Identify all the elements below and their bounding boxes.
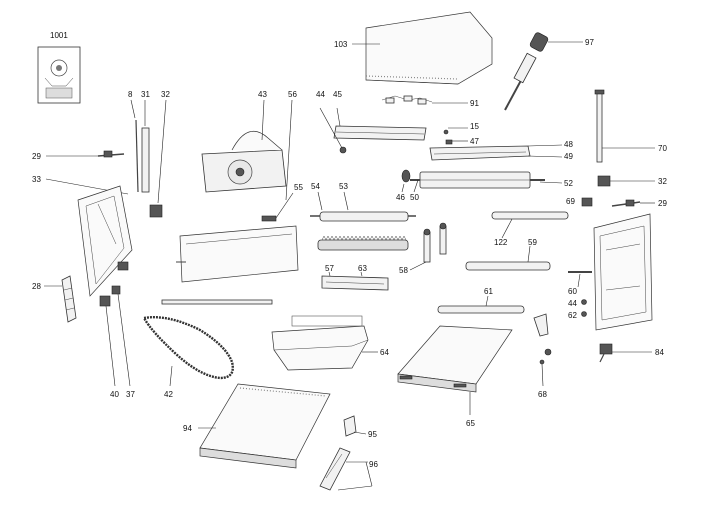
callout-49: 49 (564, 152, 573, 161)
callout-63: 63 (358, 264, 367, 273)
callout-31: 31 (141, 90, 150, 99)
part-97-crank-handle (504, 32, 549, 111)
callout-56: 56 (288, 90, 297, 99)
part-55-plate (261, 215, 277, 222)
part-65-outfeed-table (397, 325, 513, 393)
part-long-shaft (161, 299, 273, 305)
callout-95: 95 (368, 430, 377, 439)
callout-52: 52 (564, 179, 573, 188)
callout-45: 45 (333, 90, 342, 99)
part-68-bracket (533, 313, 552, 365)
callout-29-right: 29 (658, 199, 667, 208)
callout-50: 50 (410, 193, 419, 202)
callout-46: 46 (396, 193, 405, 202)
part-29-right-latch (611, 199, 641, 207)
part-61-roller (437, 305, 525, 314)
part-37-nut (111, 285, 121, 295)
part-right-side-frame (593, 213, 653, 331)
part-29-left-latch (97, 150, 125, 158)
callout-55: 55 (294, 183, 303, 192)
callout-43: 43 (258, 90, 267, 99)
callout-47: 47 (470, 137, 479, 146)
callout-29-left: 29 (32, 152, 41, 161)
callout-8: 8 (128, 90, 133, 99)
callout-61: 61 (484, 287, 493, 296)
part-45-guard-bar (333, 125, 427, 141)
callout-58: 58 (399, 266, 408, 275)
part-57-63-bar (321, 275, 389, 291)
part-43-motor-housing (201, 130, 287, 193)
part-64-chip-box (271, 315, 369, 371)
part-left-side-frame (77, 185, 133, 297)
callout-70: 70 (658, 144, 667, 153)
callout-97: 97 (585, 38, 594, 47)
callout-32-left: 32 (161, 90, 170, 99)
part-95-hinge (343, 415, 357, 437)
callout-68: 68 (538, 390, 547, 399)
part-59-roller (465, 261, 551, 271)
part-48-49-blade-holder (429, 145, 531, 161)
callout-40: 40 (110, 390, 119, 399)
part-52-cutter-drum (410, 171, 545, 189)
part-spiked-roller (317, 235, 409, 251)
callout-42: 42 (164, 390, 173, 399)
callout-15: 15 (470, 122, 479, 131)
part-46-pulley (401, 169, 411, 183)
part-70-column-rod (594, 89, 605, 163)
callout-28: 28 (32, 282, 41, 291)
part-32-left-bracket (149, 204, 163, 218)
callout-91: 91 (470, 99, 479, 108)
part-53-feed-roller (310, 211, 416, 222)
part-91-brackets (381, 95, 433, 105)
callout-44-top: 44 (316, 90, 325, 99)
part-base-plate (176, 225, 299, 283)
callout-32-right: 32 (658, 177, 667, 186)
callout-53: 53 (339, 182, 348, 191)
part-84-knob (599, 343, 613, 363)
part-94-infeed-table (199, 383, 331, 469)
part-32-right-bracket (597, 175, 611, 187)
callout-64: 64 (380, 348, 389, 357)
callout-59: 59 (528, 238, 537, 247)
part-103-top-cover (365, 11, 493, 85)
callout-69: 69 (566, 197, 575, 206)
part-122-roller (491, 211, 569, 220)
part-31-left-rod (141, 127, 150, 193)
callout-65: 65 (466, 419, 475, 428)
part-42-drive-chain (142, 316, 234, 380)
part-1001-label-sticker (37, 46, 81, 104)
part-28-rack (61, 275, 77, 323)
callout-96: 96 (369, 460, 378, 469)
callout-84: 84 (655, 348, 664, 357)
callout-122: 122 (494, 238, 508, 247)
part-40-block (99, 295, 111, 307)
callout-44-right: 44 (568, 299, 577, 308)
callout-60: 60 (568, 287, 577, 296)
callout-94: 94 (183, 424, 192, 433)
callout-1001: 1001 (50, 31, 68, 40)
part-58-springs (423, 222, 447, 263)
callout-62: 62 (568, 311, 577, 320)
callout-57: 57 (325, 264, 334, 273)
part-69-clip (581, 197, 593, 207)
part-8-pin (135, 119, 139, 193)
callout-33: 33 (32, 175, 41, 184)
part-96-rail (319, 447, 351, 491)
callout-48: 48 (564, 140, 573, 149)
callout-103: 103 (334, 40, 348, 49)
callout-54: 54 (311, 182, 320, 191)
callout-37: 37 (126, 390, 135, 399)
